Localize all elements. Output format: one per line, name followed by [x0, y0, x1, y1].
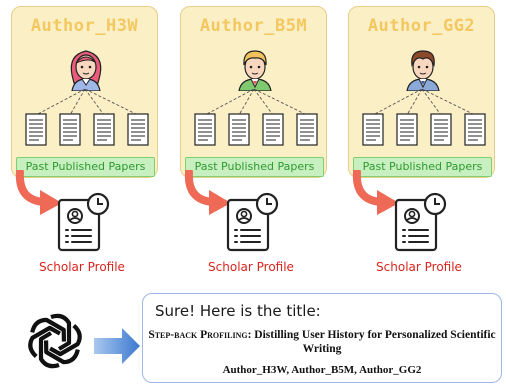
man-blonde-green-suit-icon: [238, 50, 272, 91]
author-panel: Author_GG2: [348, 6, 495, 178]
document-icon: [262, 113, 284, 146]
man-brown-hair-icon: [406, 50, 440, 91]
curved-arrow-icon: [15, 170, 62, 215]
scholar-profile-icon: [394, 192, 447, 252]
title-method-name: Step-back Profiling: [148, 329, 248, 341]
document-icon: [127, 113, 149, 146]
generated-authors: Author_H3W, Author_B5M, Author_GG2: [222, 364, 422, 376]
output-intro: Sure! Here is the title:: [155, 302, 321, 320]
papers-label: Past Published Papers: [185, 157, 324, 177]
document-icon: [194, 113, 216, 146]
curved-arrow-icon: [184, 170, 231, 215]
profile-label: Scholar Profile: [376, 260, 462, 274]
papers-label: Past Published Papers: [16, 157, 155, 177]
author-name: Author_B5M: [199, 16, 308, 36]
profile-label: Scholar Profile: [39, 260, 125, 274]
woman-pink-hair-icon: [70, 50, 102, 91]
document-icon: [25, 113, 47, 146]
author-panel: Author_B5M: [180, 6, 327, 178]
document-icon: [59, 113, 81, 146]
connection-lines: [204, 89, 308, 116]
document-icon: [430, 113, 452, 146]
scholar-profile-icon: [57, 192, 110, 252]
scholar-profile-icon: [226, 192, 279, 252]
document-icon: [464, 113, 486, 146]
curved-arrow-icon: [352, 170, 399, 215]
output-box: Sure! Here is the title: Step-back Profi…: [142, 293, 502, 383]
right-arrow-icon: [94, 328, 140, 364]
document-icon: [362, 113, 384, 146]
document-icon: [228, 113, 250, 146]
generated-title: Step-back Profiling: Distilling User His…: [147, 328, 497, 356]
author-name: Author_GG2: [367, 16, 476, 36]
author-name: Author_H3W: [30, 16, 139, 36]
openai-logo-icon: [24, 313, 86, 372]
connection-lines: [372, 89, 476, 116]
document-icon: [296, 113, 318, 146]
profile-label: Scholar Profile: [208, 260, 294, 274]
papers-label: Past Published Papers: [353, 157, 492, 177]
connection-lines: [35, 89, 139, 116]
author-panel: Author_H3W: [11, 6, 158, 178]
document-icon: [396, 113, 418, 146]
document-icon: [93, 113, 115, 146]
title-rest: : Distilling User History for Personaliz…: [247, 329, 496, 355]
